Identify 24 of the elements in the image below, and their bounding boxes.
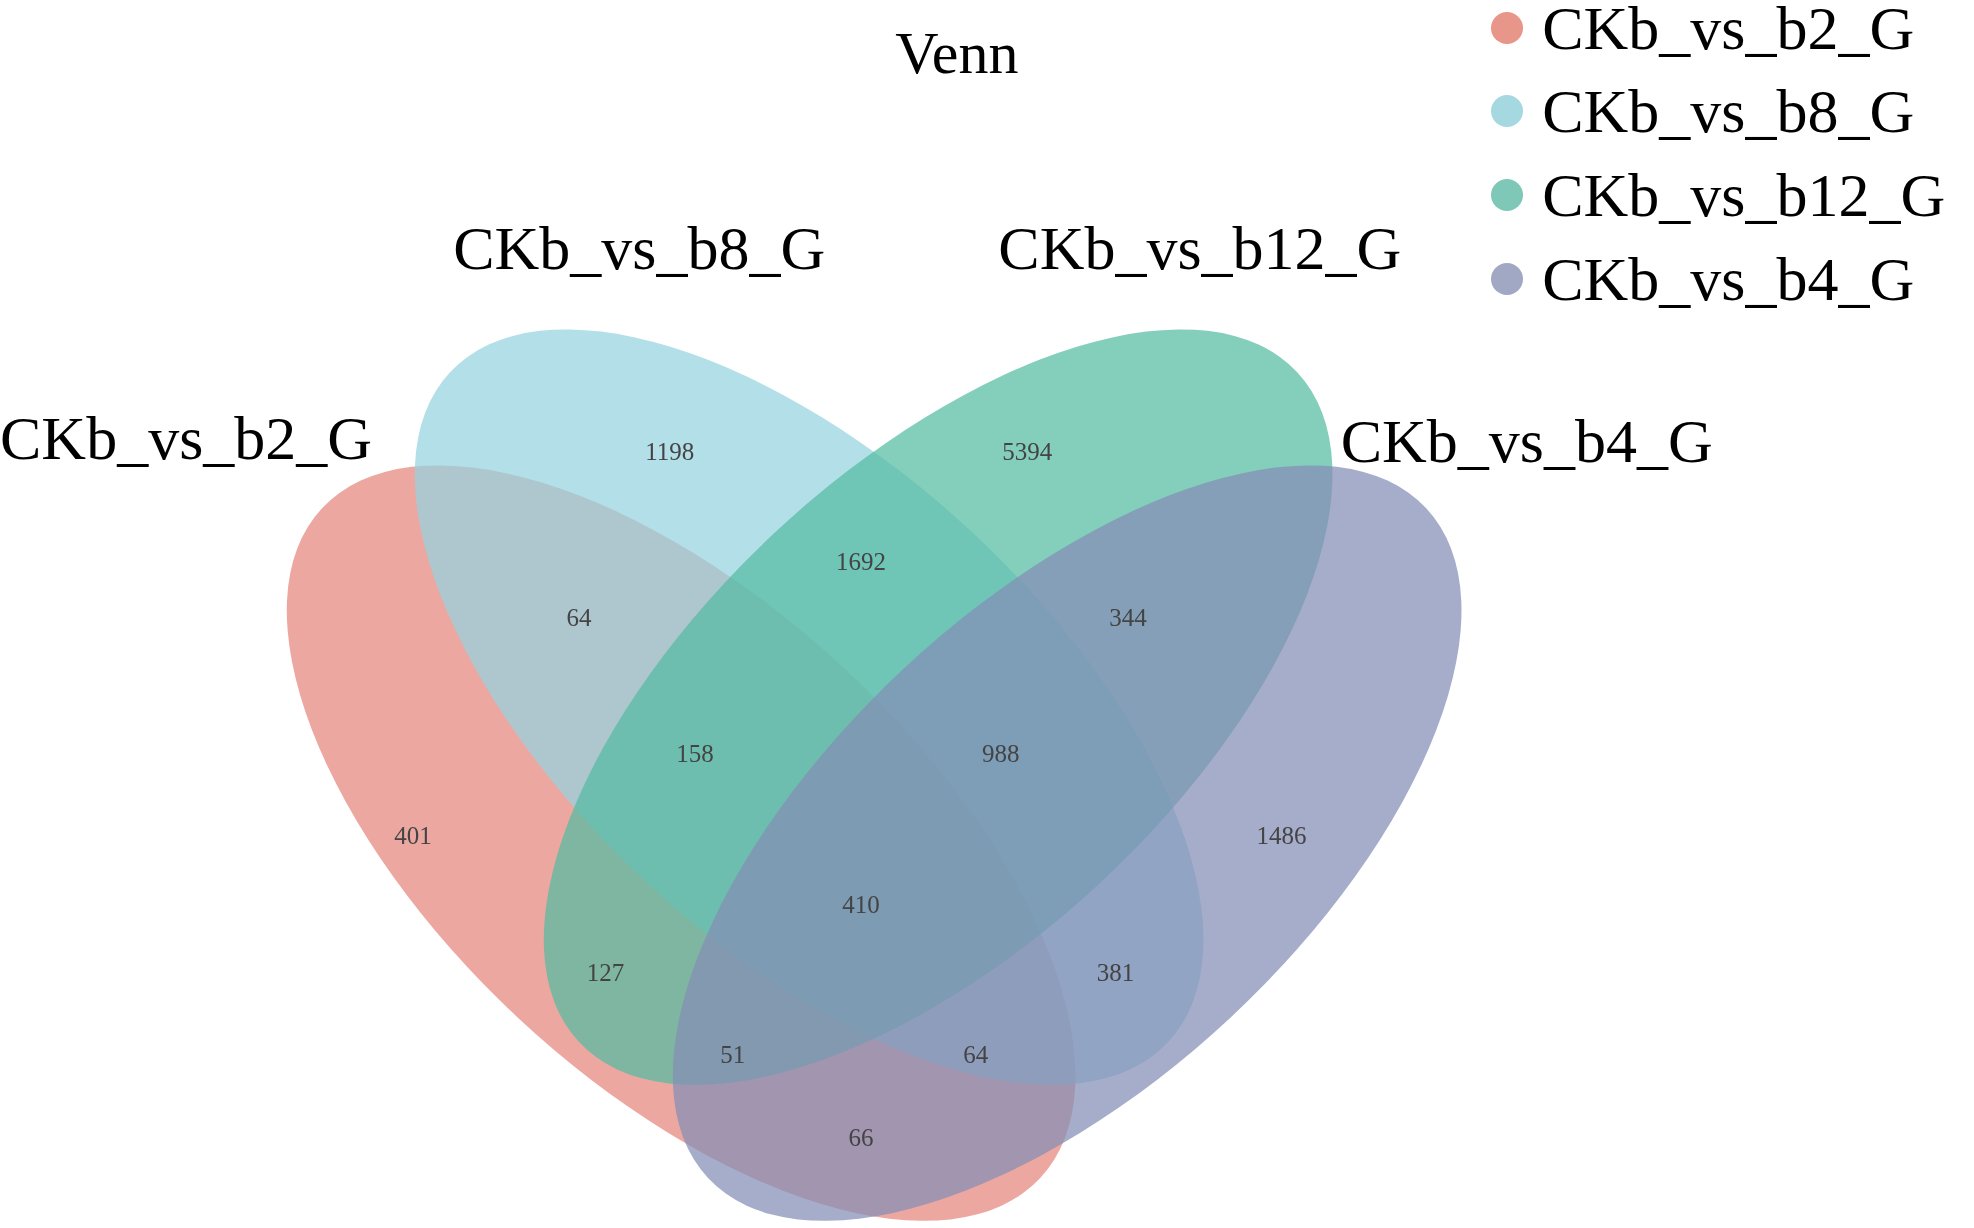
region-count: 158 (676, 740, 714, 766)
region-count: 1486 (1256, 822, 1307, 848)
region-count: 1198 (645, 438, 695, 464)
set-label: CKb_vs_b12_G (998, 217, 1402, 279)
legend-label: CKb_vs_b8_G (1542, 79, 1915, 142)
legend-label: CKb_vs_b2_G (1542, 0, 1915, 59)
region-count: 988 (982, 740, 1020, 766)
region-count: 64 (566, 604, 592, 630)
region-count: 51 (720, 1041, 746, 1067)
region-count: 381 (1096, 959, 1135, 985)
region-count: 410 (842, 891, 880, 917)
region-count: 1692 (836, 548, 887, 574)
legend-label: CKb_vs_b4_G (1542, 248, 1915, 311)
set-label: CKb_vs_b4_G (1340, 409, 1713, 472)
set-label: CKb_vs_b8_G (453, 217, 826, 279)
set-label: CKb_vs_b2_G (0, 407, 373, 470)
region-count: 66 (848, 1124, 874, 1150)
legend-label: CKb_vs_b12_G (1542, 164, 1946, 227)
region-count: 344 (1109, 604, 1147, 630)
region-count: 127 (586, 959, 625, 985)
chart-title: Venn (895, 22, 1019, 83)
region-count: 64 (963, 1041, 989, 1067)
region-count: 401 (394, 822, 432, 848)
region-count: 5394 (1002, 438, 1053, 464)
